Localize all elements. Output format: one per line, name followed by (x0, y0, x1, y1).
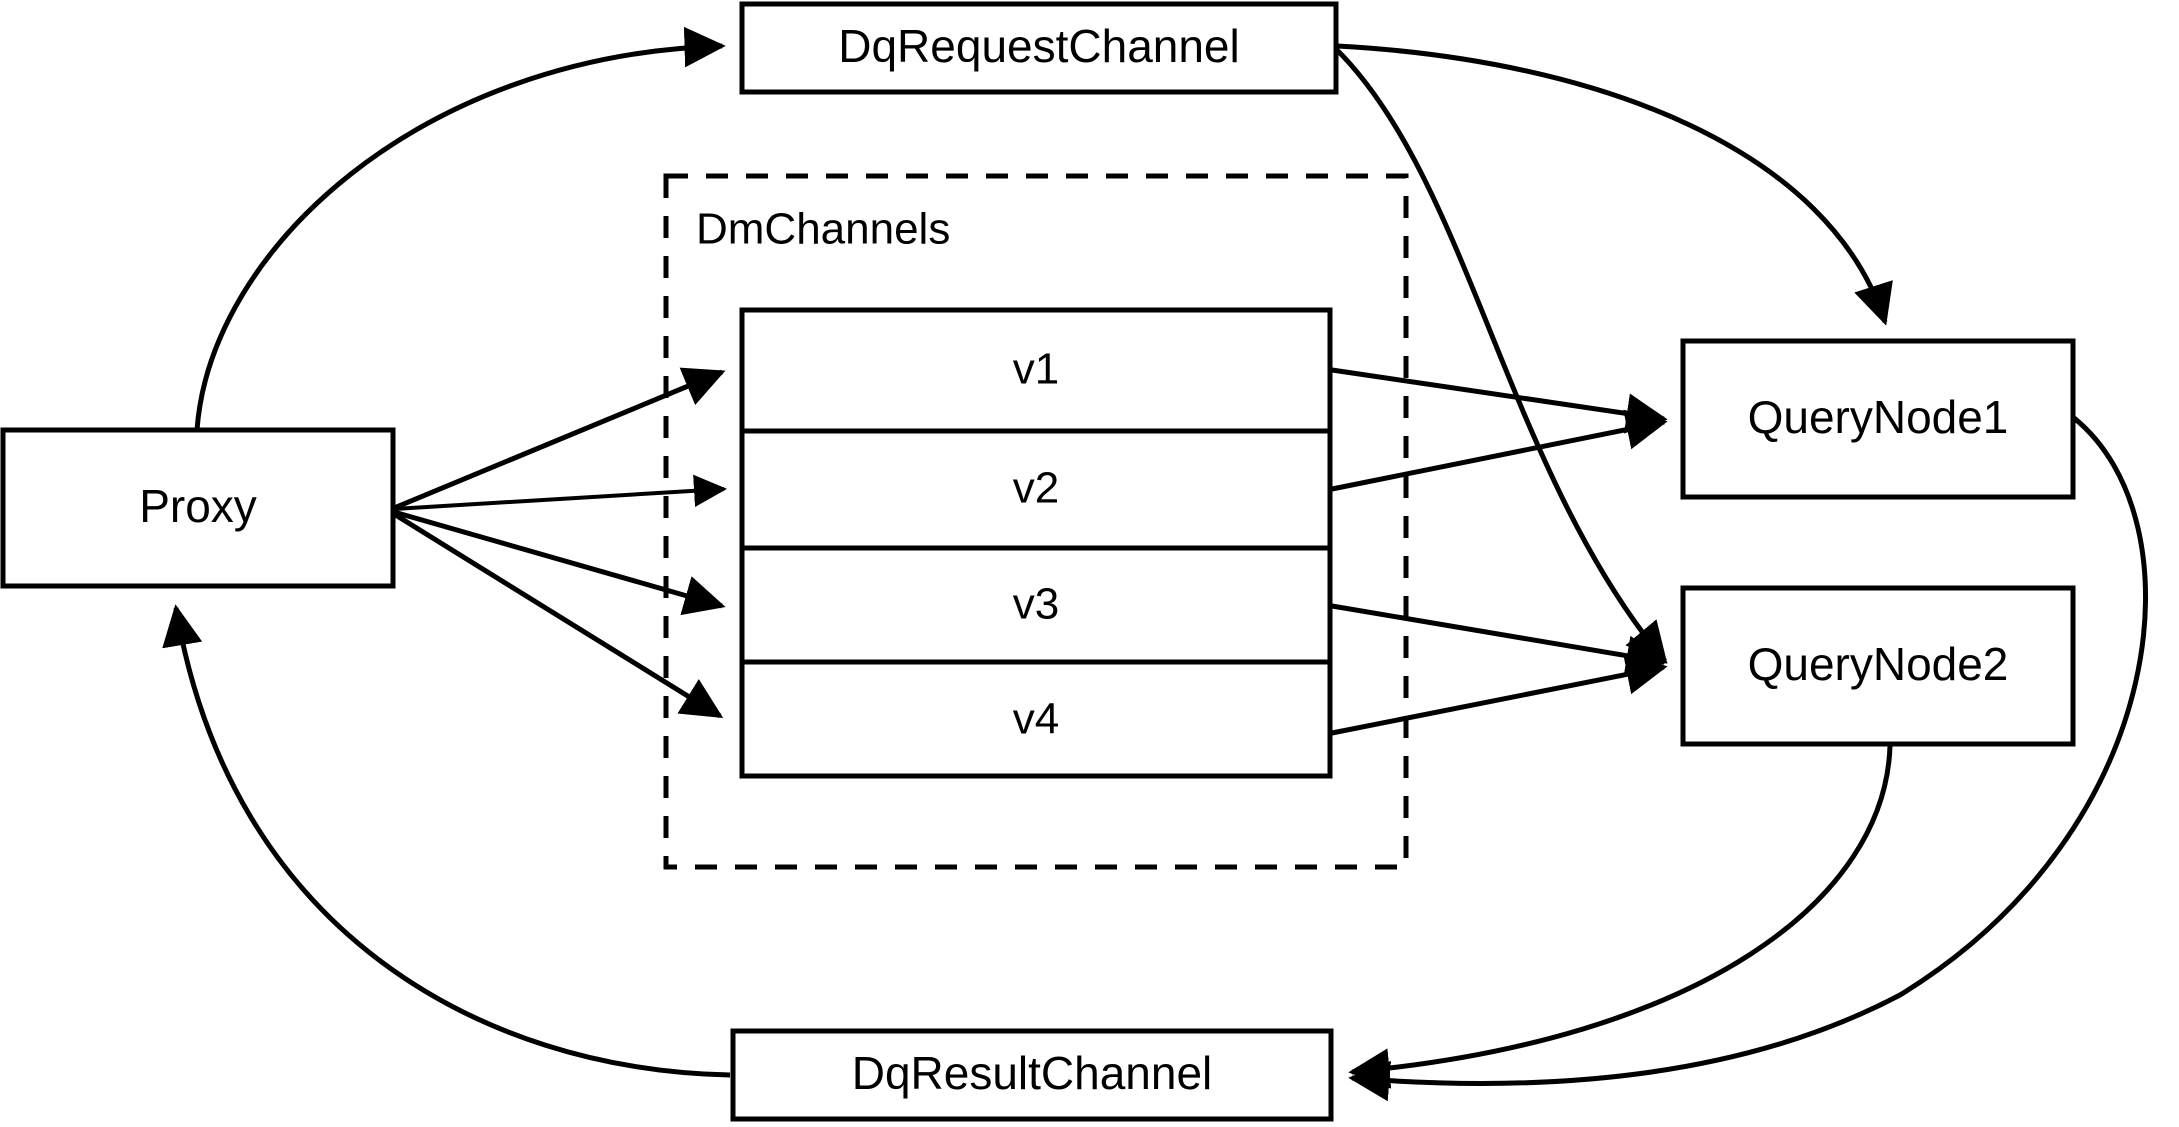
channel-item-v2[interactable]: v2 (1013, 464, 1059, 513)
node-proxy[interactable] (0, 427, 396, 589)
node-query-node-2[interactable] (1680, 585, 2076, 747)
edge-proxy-to-v4 (392, 511, 724, 719)
node-query-node-1[interactable] (1680, 338, 2076, 500)
node-proxy-label: Proxy (139, 480, 257, 532)
edge-v3-to-querynode2 (1331, 603, 1668, 676)
channel-item-v4[interactable]: v4 (1013, 695, 1059, 744)
edge-proxy-to-v2 (393, 474, 727, 511)
dm-channels-group-border (663, 173, 1409, 870)
edge-querynode2-to-dqresultchannel (1348, 745, 1893, 1089)
edge-proxy-to-v1 (393, 367, 726, 511)
edge-v4-to-querynode2 (1331, 654, 1668, 736)
node-query-node-2-label: QueryNode2 (1748, 638, 2009, 690)
channel-stack (739, 307, 1333, 779)
node-dq-request-channel-label: DqRequestChannel (838, 20, 1240, 72)
edge-querynode1-to-dqresultchannel (1348, 416, 2148, 1102)
node-dq-result-channel-label: DqResultChannel (852, 1047, 1213, 1099)
node-dq-result-channel[interactable] (730, 1028, 1334, 1122)
edge-proxy-to-v3 (393, 509, 726, 616)
edge-v2-to-querynode1 (1331, 409, 1668, 492)
channel-item-v3[interactable]: v3 (1013, 580, 1059, 629)
edge-dqresultchannel-to-proxy (162, 604, 731, 1078)
edge-dqrequestchannel-to-querynode2 (1333, 46, 1668, 664)
node-dq-request-channel[interactable] (739, 1, 1339, 95)
edge-v1-to-querynode1 (1331, 367, 1668, 434)
node-query-node-1-label: QueryNode1 (1748, 391, 2009, 443)
channel-item-v1[interactable]: v1 (1013, 345, 1059, 394)
edge-dqrequestchannel-to-querynode1 (1336, 43, 1893, 326)
dm-channels-group-label: DmChannels (696, 205, 950, 254)
edge-proxy-to-dqrequestchannel (194, 26, 726, 431)
